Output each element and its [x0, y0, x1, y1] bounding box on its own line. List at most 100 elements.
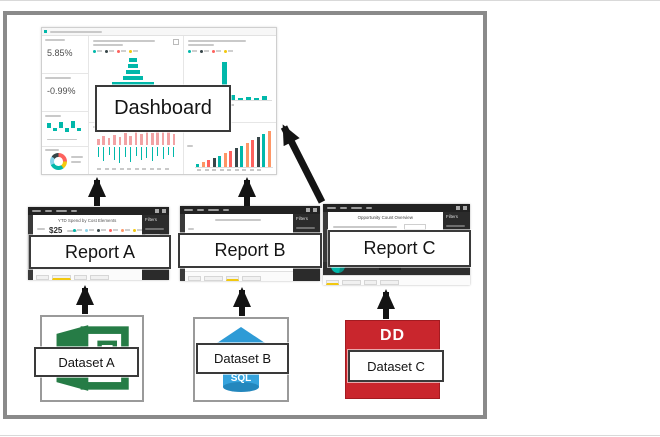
dataset-b-label: Dataset B [196, 343, 289, 374]
report-tab [90, 275, 109, 280]
text-skeleton [50, 31, 102, 33]
text-skeleton [45, 39, 65, 41]
text-skeleton [93, 44, 123, 46]
chart-bar [197, 169, 201, 171]
chart-bar [133, 50, 138, 52]
chart-bar [109, 228, 112, 232]
chart-bar [112, 168, 116, 170]
chart-bar [162, 147, 164, 159]
dataset-c-label: Dataset C [348, 350, 444, 382]
filters-panel-title: Filters [145, 217, 157, 222]
kpi-tile-variance: -0.99% [42, 74, 88, 111]
chart-bar [113, 135, 116, 145]
chart-bar [129, 136, 132, 145]
chart-bar [164, 168, 169, 170]
chart-bar [207, 160, 211, 167]
chart-bar [129, 58, 137, 62]
report-tab-bar [323, 275, 470, 285]
chart-bar [85, 228, 88, 232]
sparkline-skeleton [47, 139, 77, 140]
chart-bar [65, 128, 69, 132]
chart-bar [223, 153, 227, 167]
tile-menu-icon [173, 39, 179, 45]
chart-bar [53, 128, 57, 131]
kpi-tile-at-plan: 5.85% [42, 36, 88, 73]
chart-bar [146, 147, 148, 158]
chart-bar [238, 98, 243, 100]
chart-bar [267, 131, 271, 167]
report-kpi-value: $25 [49, 226, 63, 235]
chart-bar [125, 229, 130, 231]
chart-bar [119, 168, 124, 170]
chart-bar [102, 136, 105, 145]
chart-bar [167, 147, 170, 155]
dark-block [379, 266, 401, 270]
chart-bar [188, 49, 191, 53]
chart-bar [113, 229, 118, 231]
donut-tile [42, 147, 88, 174]
text-skeleton [188, 44, 214, 46]
chart-bar [103, 147, 105, 161]
report-tab [74, 275, 87, 280]
chart-bar [59, 122, 63, 128]
chart-bar [219, 169, 224, 171]
chart-bar [97, 228, 100, 232]
chart-bar [97, 50, 102, 52]
slicer-skeleton [404, 224, 426, 230]
chart-bar [149, 168, 154, 170]
chart-bar [246, 97, 251, 100]
chart-bar [124, 133, 127, 145]
chart-bar [134, 131, 138, 145]
chart-bar [222, 62, 227, 100]
chart-bar [240, 146, 244, 167]
text-skeleton [71, 161, 81, 163]
y-axis-skeleton [187, 145, 193, 147]
mini-bar-chart [47, 120, 85, 136]
chart-bar [216, 50, 221, 52]
toolbar-icon [155, 209, 159, 213]
chart-bar [251, 140, 255, 167]
kpi-value: 5.85% [47, 48, 73, 58]
chart-bar [89, 229, 94, 231]
chart-bar [212, 158, 216, 167]
chart-bar [145, 129, 149, 145]
report-title-row: Opportunity Count Overview [328, 215, 443, 224]
page-top-border [0, 0, 660, 1]
legend-dots [188, 49, 236, 53]
dd-logo-icon: DD [379, 327, 406, 344]
chart-bar [192, 50, 197, 52]
chart-bar [71, 121, 75, 128]
report-tab [242, 276, 261, 281]
chart-bar [121, 228, 124, 232]
text-skeleton [45, 77, 71, 79]
report-tab [326, 280, 339, 285]
dashboard-label: Dashboard [95, 85, 231, 132]
chart-bar [262, 134, 266, 167]
toolbar-icon [313, 208, 317, 212]
chart-bar [121, 50, 126, 52]
text-skeleton [71, 156, 83, 158]
chart-bar [227, 169, 231, 171]
report-title-skeleton [215, 219, 261, 221]
chart-bar [97, 168, 101, 170]
toolbar-icon [463, 206, 467, 210]
chart-bar [101, 229, 106, 231]
chart-bar [151, 133, 154, 145]
chart-bar [134, 168, 139, 170]
tile-title-skeleton [93, 40, 155, 42]
report-tab [36, 275, 49, 280]
filters-panel-title: Filters [296, 216, 308, 221]
chart-bar [104, 168, 109, 170]
chart-bar [127, 168, 131, 170]
chart-bar [137, 229, 142, 231]
report-title: Opportunity Count Overview [357, 215, 414, 220]
chart-bar [242, 169, 246, 171]
chart-bar [204, 169, 209, 171]
chart-bar [124, 147, 126, 157]
chart-bar [257, 169, 261, 171]
report-tab-bar [185, 271, 293, 281]
report-b-label: Report B [178, 233, 322, 268]
chart-bar [113, 147, 116, 160]
chart-bar [200, 49, 203, 53]
